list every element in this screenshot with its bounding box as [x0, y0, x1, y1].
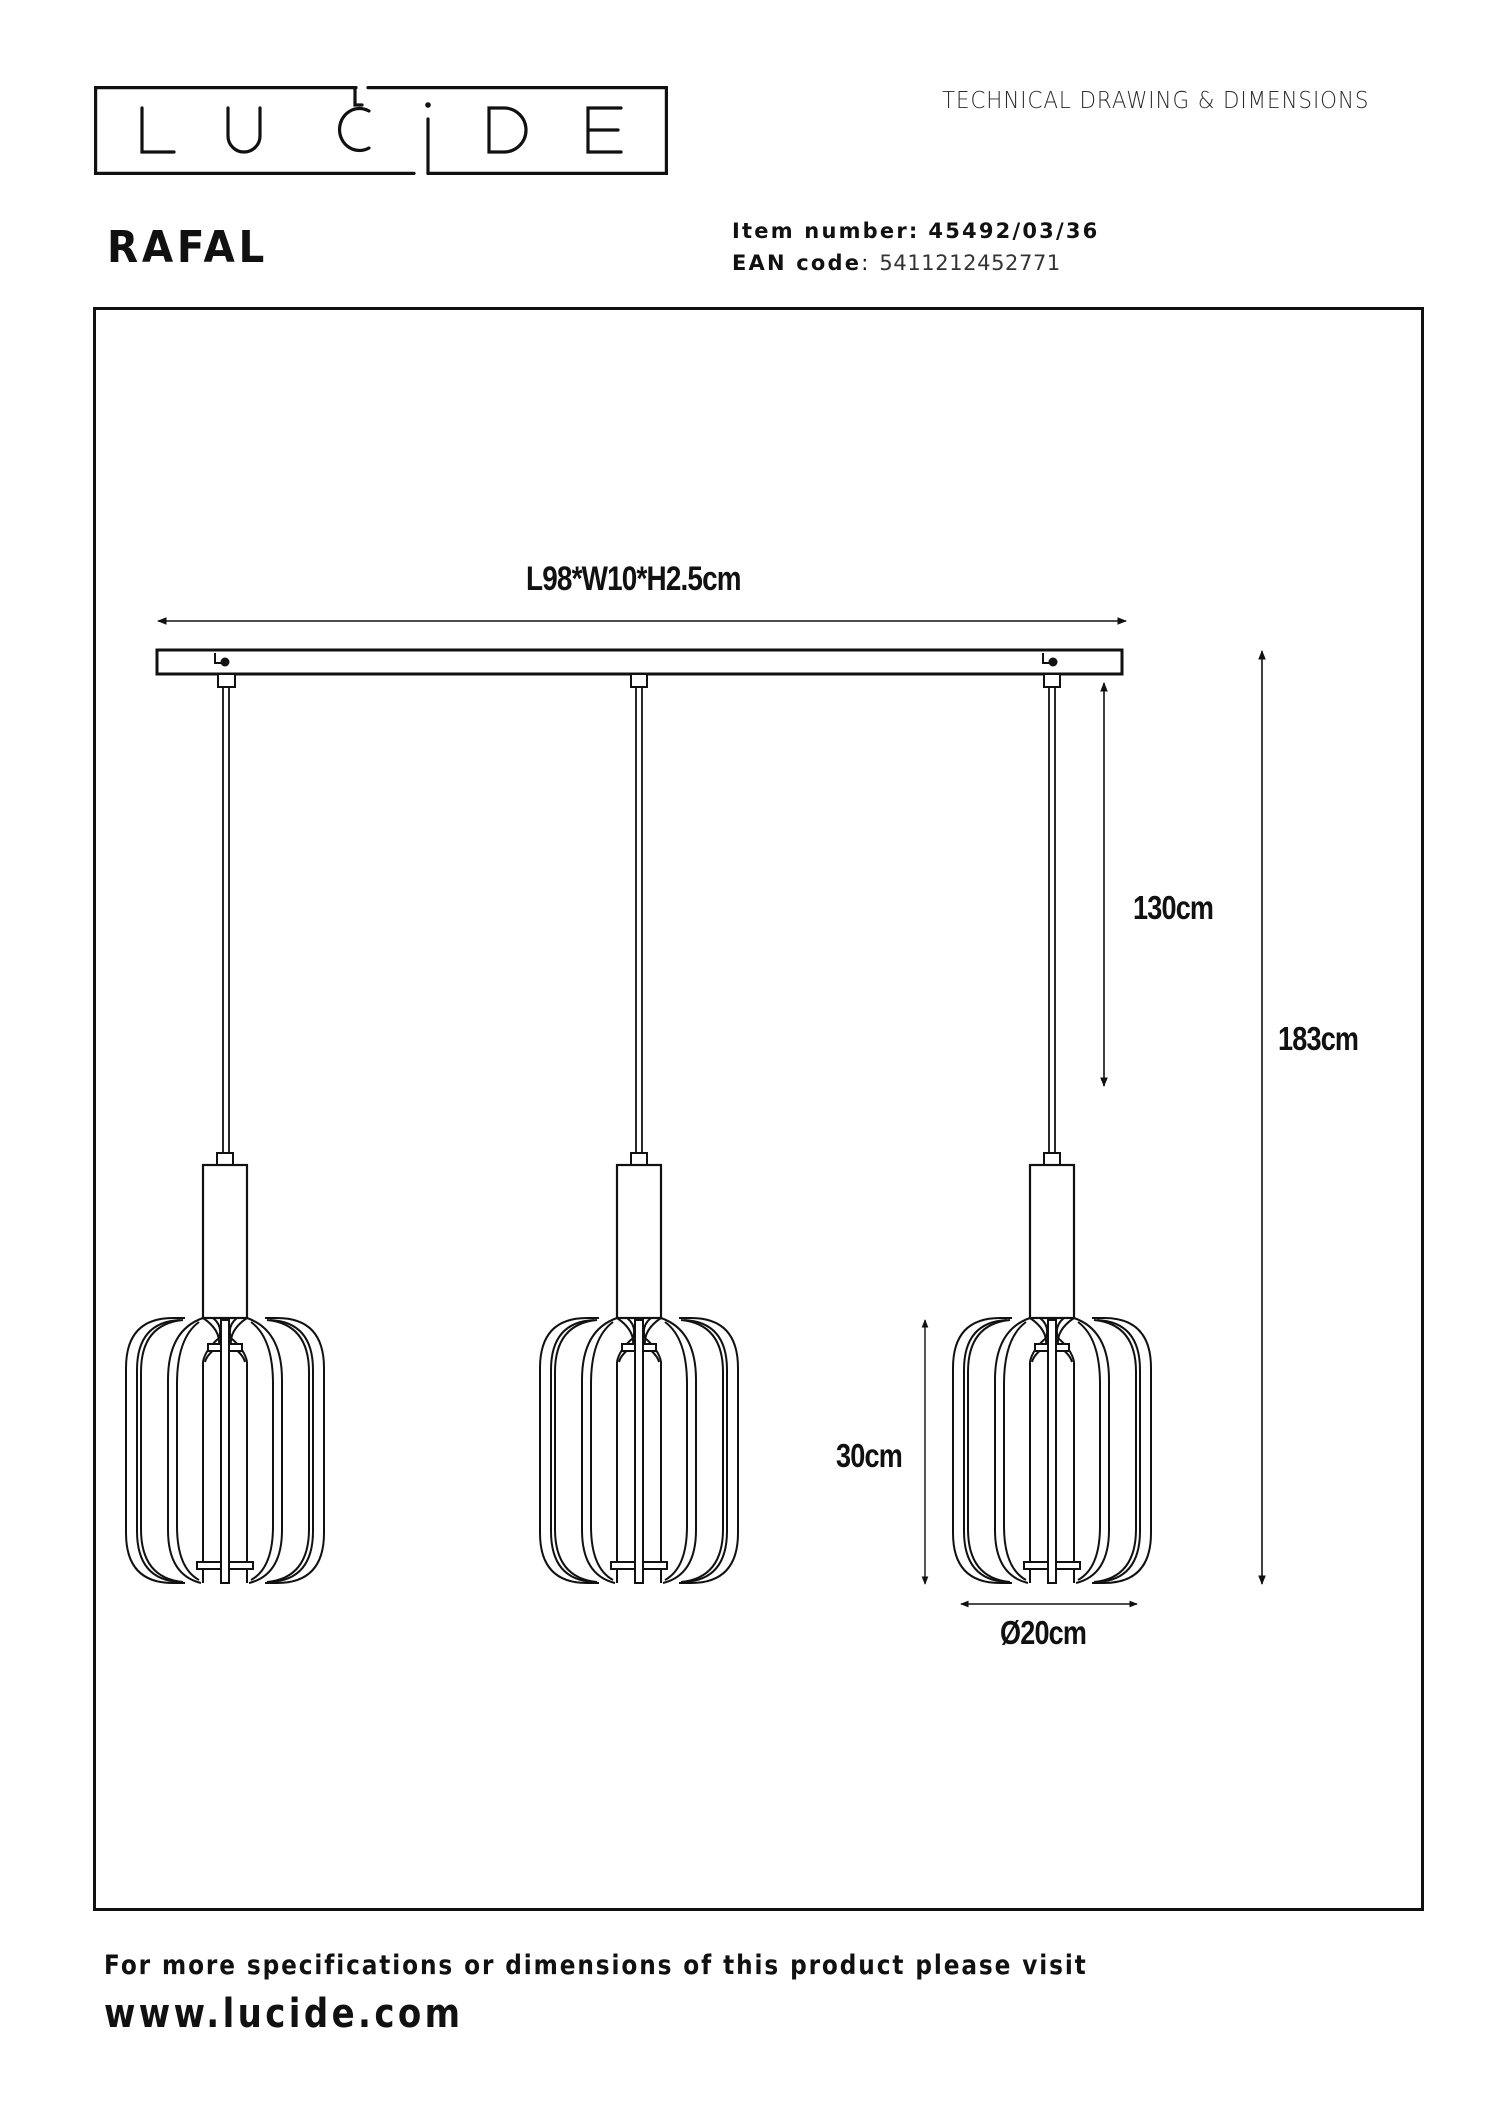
ean-code-row: EAN code: 5411212452771	[732, 251, 1061, 275]
logo-i-dot	[425, 102, 431, 108]
total-height-label: 183cm	[1278, 1020, 1359, 1057]
item-number-row: Item number: 45492/03/36	[732, 219, 1099, 243]
shade-diameter-label: Ø20cm	[1000, 1614, 1087, 1651]
document-type-title: TECHNICAL DRAWING & DIMENSIONS	[942, 88, 1370, 114]
canopy-dimension-label: L98*W10*H2.5cm	[526, 560, 742, 598]
item-number-value: 45492/03/36	[928, 219, 1100, 243]
cable-length-label: 130cm	[1133, 889, 1214, 926]
footer-website-link[interactable]: www.lucide.com	[104, 1991, 464, 2037]
shade-height-label: 30cm	[836, 1437, 903, 1474]
ean-separator: :	[861, 251, 871, 275]
product-name: RAFAL	[107, 222, 269, 273]
drawing-frame	[93, 307, 1424, 1911]
ean-code-label: EAN code	[732, 251, 862, 275]
lucide-logo	[94, 86, 668, 175]
footer-info-text: For more specifications or dimensions of…	[104, 1950, 1088, 1981]
ean-code-value: 5411212452771	[879, 251, 1061, 275]
item-number-label: Item number:	[732, 219, 920, 243]
